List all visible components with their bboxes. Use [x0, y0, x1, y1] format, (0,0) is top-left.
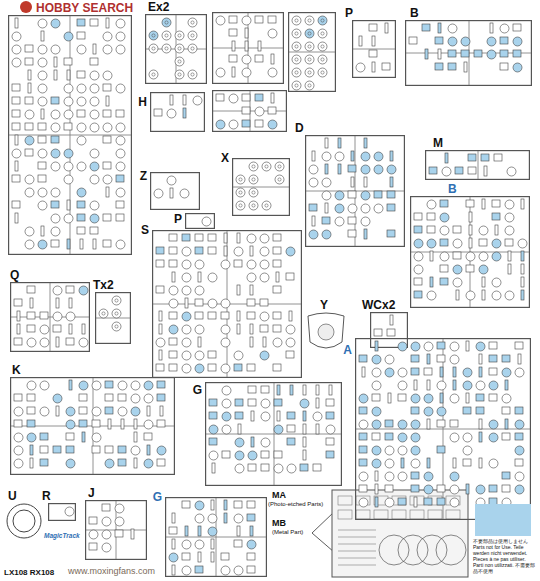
photo-etched-sheet [332, 490, 468, 577]
sprue-parts [352, 20, 396, 78]
sprue-letter: Y [320, 299, 328, 311]
sprue-frame: R [48, 503, 76, 521]
sprue-letter: B [410, 7, 419, 19]
sprue-letter: D [295, 122, 304, 134]
sprue-parts [145, 14, 207, 84]
watermark: HOBBY SEARCH [36, 1, 133, 15]
sprue-frame: P [185, 213, 215, 229]
sprue-letter: S [141, 224, 149, 236]
watermark: www.moxingfans.com [68, 566, 155, 576]
sprue-frame: Y [306, 312, 346, 352]
sprue-frame: Z [150, 172, 200, 210]
sprue-frame: J [85, 500, 147, 560]
legend-swatch [475, 504, 531, 536]
part-label: LX108 RX108 [4, 568, 54, 577]
sprue-parts [355, 338, 531, 520]
part-label: (Metal Part) [272, 529, 303, 535]
sprue-frame: S [152, 230, 302, 378]
part-label: MB [272, 518, 286, 528]
sprue-letter: K [12, 364, 21, 376]
sprue-parts [85, 500, 147, 560]
sprue-frame: D [305, 135, 405, 247]
part-label: MagicTrack [44, 532, 80, 539]
sprue-letter: Q [10, 269, 19, 281]
sprue-frame: Ex2 [145, 14, 207, 84]
sprue-letter: WCx2 [362, 299, 395, 311]
logo-mark [20, 1, 32, 13]
sprue-parts [48, 503, 76, 521]
sprue-frame [289, 13, 336, 92]
sprue-letter: A [343, 344, 352, 356]
sprue-parts [405, 20, 532, 86]
sprue-parts [165, 497, 267, 577]
sprue-parts [150, 172, 200, 210]
legend: 不要部品は使用しません Parts not for Use. Teile wer… [473, 504, 537, 574]
sprue-frame: G [165, 497, 267, 577]
sprue-letter: Ex2 [148, 1, 169, 13]
sprue-frame: U [6, 503, 42, 539]
sprue-letter: U [8, 490, 17, 502]
sprue-letter: G [153, 491, 162, 503]
sprue-frame: Tx2 [95, 292, 131, 344]
sprue-parts [95, 292, 131, 344]
sprue-parts [10, 282, 90, 352]
sprue-letter: P [345, 7, 353, 19]
sprue-letter: R [42, 490, 51, 502]
sprue-letter: X [221, 152, 229, 164]
sprue-letter: J [88, 487, 95, 499]
sprue-parts [425, 150, 530, 180]
sprue-parts [6, 503, 42, 539]
sprue-letter: M [433, 137, 443, 149]
sprue-letter: Tx2 [93, 279, 114, 291]
sprue-frame: K [10, 377, 175, 475]
sprue-parts [150, 92, 205, 132]
sprue-parts [306, 312, 346, 352]
sprue-frame: M [425, 150, 530, 180]
sprue-parts [232, 158, 290, 216]
sprue-letter: G [193, 384, 202, 396]
leader-line [312, 512, 334, 552]
sprue-parts [152, 230, 302, 378]
sprue-frame: H [150, 92, 205, 132]
sprue-letter: Z [140, 170, 147, 182]
sprue-letter: B [448, 183, 457, 195]
part-label: (Photo-etched Parts) [268, 501, 323, 507]
sprue-parts [185, 213, 215, 229]
sprue-frame: G [205, 382, 342, 486]
sprue-parts [410, 196, 530, 308]
sprue-frame [213, 13, 284, 84]
sprue-frame [9, 16, 132, 255]
sprue-letter: P [174, 213, 182, 225]
legend-text: 不要部品は使用しません Parts not for Use. Teile wer… [473, 538, 537, 574]
sprue-frame: B [405, 20, 532, 86]
sprue-frame: Q [10, 282, 90, 352]
sprue-frame [213, 91, 287, 132]
sprue-frame: B [410, 196, 530, 308]
sprue-frame: X [232, 158, 290, 216]
part-label: MA [272, 490, 286, 500]
sprue-frame: A [355, 338, 531, 520]
sprue-letter: H [138, 96, 147, 108]
sprue-parts [10, 377, 175, 475]
sprue-parts [305, 135, 405, 247]
sprue-frame: P [352, 20, 396, 78]
sprue-parts [205, 382, 342, 486]
